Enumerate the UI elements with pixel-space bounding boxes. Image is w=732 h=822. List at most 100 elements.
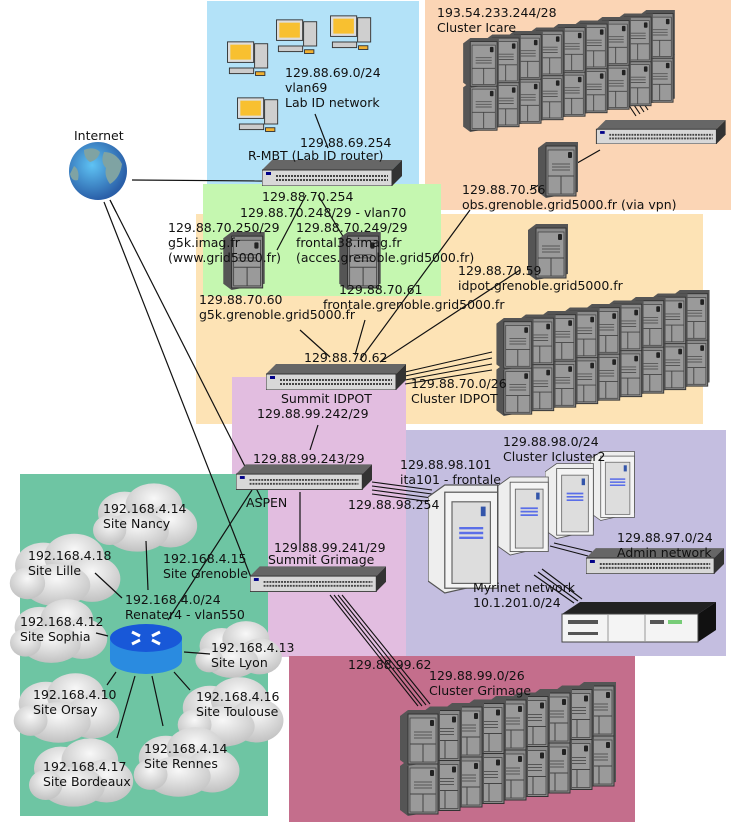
myrinet-switch-icon [561,602,716,643]
network-links [94,113,601,739]
g5k-imag-ip: 129.88.70.250/29 [168,220,280,235]
site-ip: 192.168.4.18 [28,548,112,563]
g5k-grenoble-ip: 129.88.70.60 [199,292,283,307]
g5k-grenoble-host: g5k.grenoble.grid5000.fr [199,307,356,322]
site-name: Site Nancy [103,516,171,531]
cluster-node-icon [462,82,500,132]
cluster-node-icon [462,38,500,88]
g5k-imag-host: g5k.imag.fr [168,235,240,250]
renater-vlan: Renater4 - vlan550 [125,607,245,622]
icluster2-name: Cluster Icluster2 [503,449,606,464]
summit-grimage-ip: 129.88.99.241/29 [274,540,386,555]
switch-aspen [236,464,372,490]
router-r-mbt [262,160,402,186]
bundled-links [109,97,649,707]
icare-name: Cluster Icare [437,20,517,35]
idpot-server-label: 129.88.70.59 idpot.grenoble.grid5000.fr [458,263,623,293]
server-icluster2 [545,462,595,540]
cluster-grimage-racks [399,682,617,816]
icluster2-subnet: 129.88.98.0/24 [503,434,599,449]
obs-ip: 129.88.70.56 [462,182,546,197]
frontal38-host: frontal38.imag.fr [296,235,402,250]
frontale-host: frontale.grenoble.grid5000.fr [323,297,505,312]
obs-hostname: obs.grenoble.grid5000.fr (via vpn) [462,197,677,212]
lab-id-subnet: 129.88.69.0/24 [285,65,381,80]
cluster-idpot-label: 129.88.70.0/26 Cluster IDPOT [411,376,507,406]
site-name: Site Grenoble [163,566,248,581]
renater-core-label: 192.168.4.0/24 Renater4 - vlan550 [125,592,245,622]
frontal38-label: 129.88.70.249/29 frontal38.imag.fr (acce… [296,220,474,265]
site-ip: 192.168.4.16 [196,689,280,704]
renater-subnet: 192.168.4.0/24 [125,592,221,607]
cluster-icare-label: 193.54.233.244/28 Cluster Icare [437,5,557,35]
internet-label: Internet [74,128,124,143]
site-name: Site Lyon [211,655,268,670]
aspen-name: ASPEN [246,495,288,510]
ita101-label: 129.88.98.101 ita101 - frontale [400,457,501,487]
aspen-ip: 129.88.99.243/29 [253,451,365,466]
router-ip: 129.88.69.254 [300,135,392,150]
cluster-node-icon [399,760,441,816]
site-name: Site Sophia [20,629,91,644]
g5k-imag-label: 129.88.70.250/29 g5k.imag.fr (www.grid50… [168,220,281,265]
site-ip: 192.168.4.17 [43,759,127,774]
idpot-server-host: idpot.grenoble.grid5000.fr [458,278,623,293]
aspen-icluster-ip: 129.88.98.254 [348,497,440,512]
cluster-node-icon [399,710,441,766]
cluster-grimage-label: 129.88.99.0/26 Cluster Grimage [429,668,531,698]
idpot-cluster-name: Cluster IDPOT [411,391,498,406]
frontale-ip: 129.88.70.61 [339,282,423,297]
admin-network-label: 129.88.97.0/24 Admin network [617,530,713,560]
aspen-uplink-ip: 129.88.99.242/29 [257,406,369,421]
switch-summit-grimage [250,566,386,592]
admin-subnet: 129.88.97.0/24 [617,530,713,545]
vlan70-subnet: 129.88.70.248/29 - vlan70 [240,205,407,220]
ita101-ip: 129.88.98.101 [400,457,492,472]
site-name: Site Bordeaux [43,774,131,789]
grimage-subnet: 129.88.99.0/26 [429,668,525,683]
cluster-node-icon [495,318,535,370]
site-name: Site Lille [28,563,82,578]
workstation-icon [330,15,372,50]
renater-router-icon [110,624,182,674]
grimage-gateway-ip: 129.88.99.62 [348,657,432,672]
summit-idpot-ip: 129.88.70.62 [304,350,388,365]
admin-name: Admin network [617,545,712,560]
obs-server-label: 129.88.70.56 obs.grenoble.grid5000.fr (v… [462,182,677,212]
myrinet-label: Myrinet network 10.1.201.0/24 [473,580,575,610]
grimage-name: Cluster Grimage [429,683,532,698]
myrinet-name: Myrinet network [473,580,576,595]
site-ip: 192.168.4.14 [144,741,228,756]
internet-globe-icon [69,142,127,200]
frontal38-alias: (acces.grenoble.grid5000.fr) [296,250,475,265]
cluster-idpot-racks [495,290,711,416]
switch-summit-idpot [266,364,406,390]
site-ip: 192.168.4.14 [103,501,187,516]
lab-id-network-label: 129.88.69.0/24 vlan69 Lab ID network [285,65,381,110]
cluster-icluster2-label: 129.88.98.0/24 Cluster Icluster2 [503,434,606,464]
server-icluster2 [498,475,550,557]
site-ip: 192.168.4.10 [33,687,117,702]
site-ip: 192.168.4.12 [20,614,104,629]
site-ip: 192.168.4.13 [211,640,295,655]
site-name: Site Orsay [33,702,98,717]
site-ip: 192.168.4.15 [163,551,247,566]
vlan70-gateway: 129.88.70.254 [262,189,354,204]
summit-grimage-name: Summit Grimage [268,552,375,567]
lab-id-name: Lab ID network [285,95,380,110]
workstation-icon [227,41,269,76]
summit-idpot-name: Summit IDPOT [281,391,372,406]
switch-icare [595,120,727,144]
site-name: Site Rennes [144,756,218,771]
lab-id-vlan: vlan69 [285,80,328,95]
